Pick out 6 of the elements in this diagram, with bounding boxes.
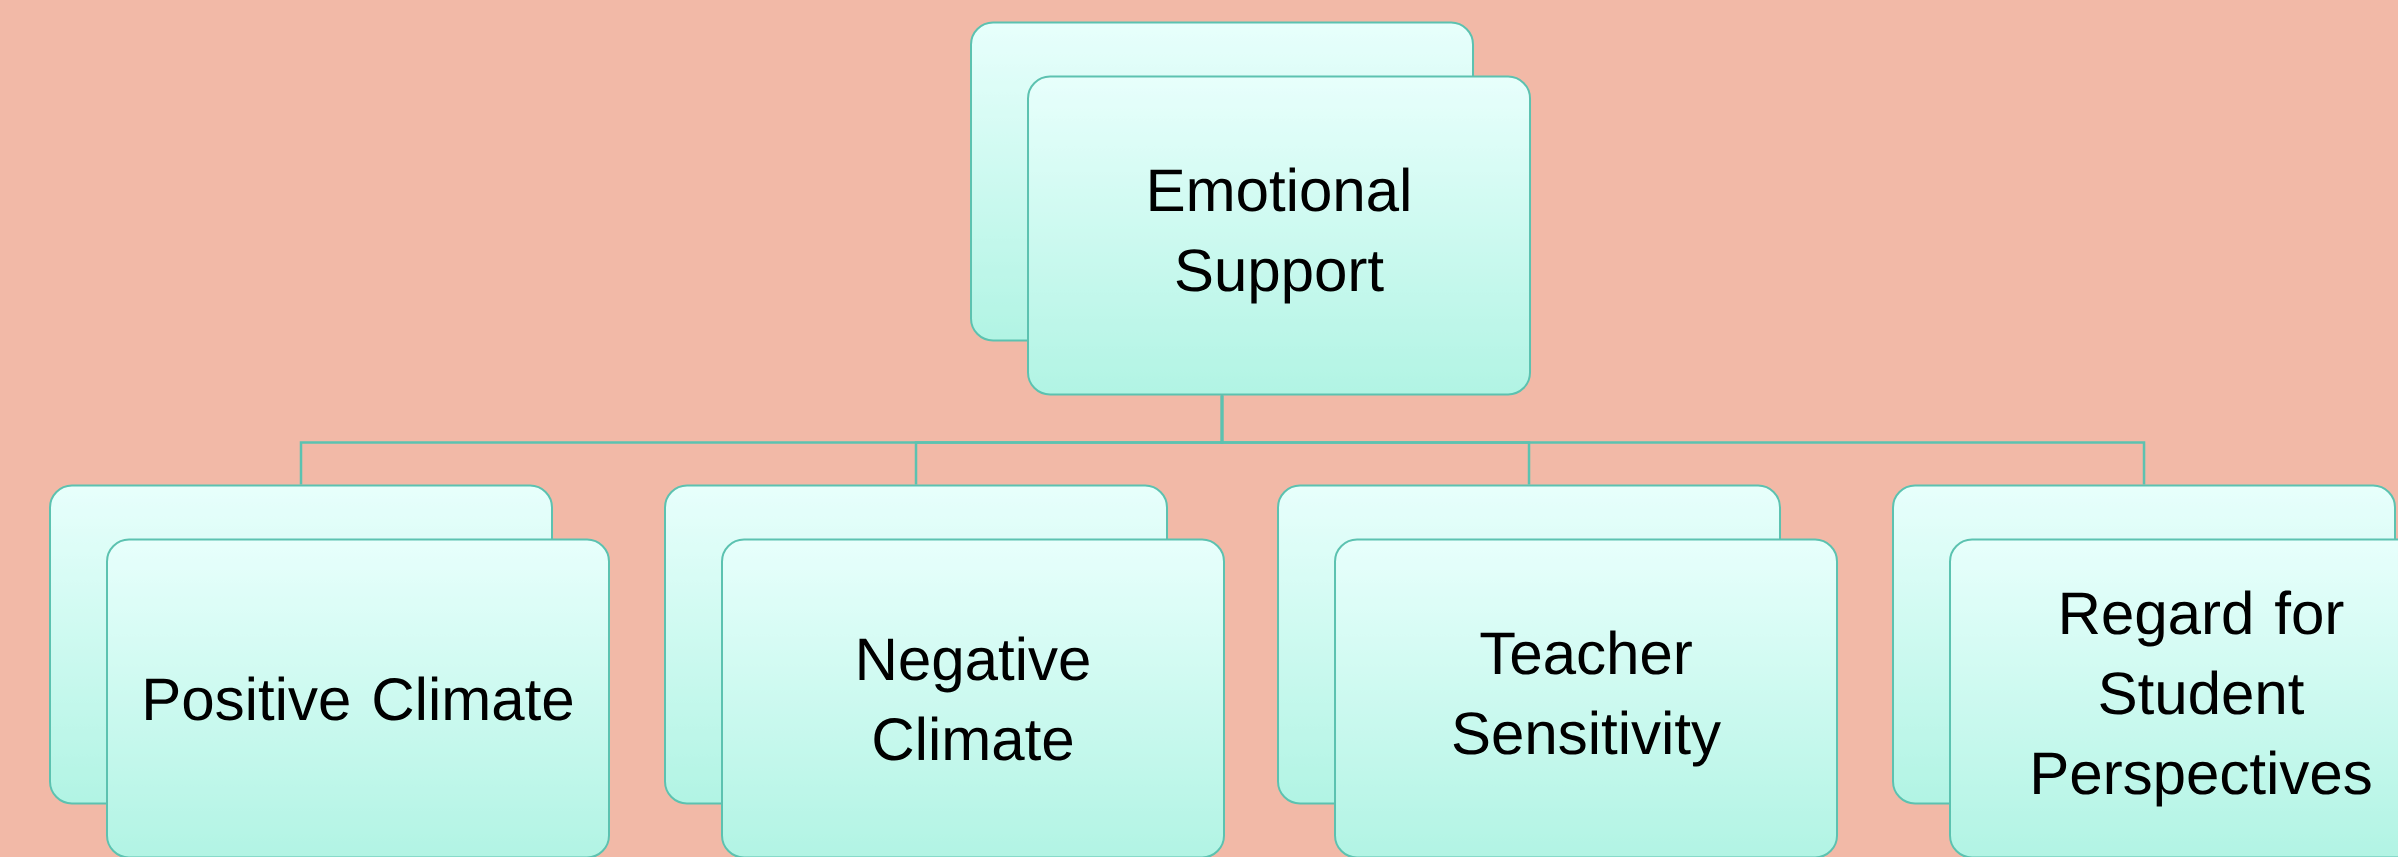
process-box: Negative Climate — [664, 484, 1225, 857]
process-box: Teacher Sensitivity — [1277, 484, 1838, 857]
process-box: Emotional Support — [970, 21, 1531, 396]
process-box: Regard for Student Perspectives — [1892, 484, 2398, 857]
connector — [1220, 395, 2146, 485]
process-box: Positive Climate — [49, 484, 610, 857]
